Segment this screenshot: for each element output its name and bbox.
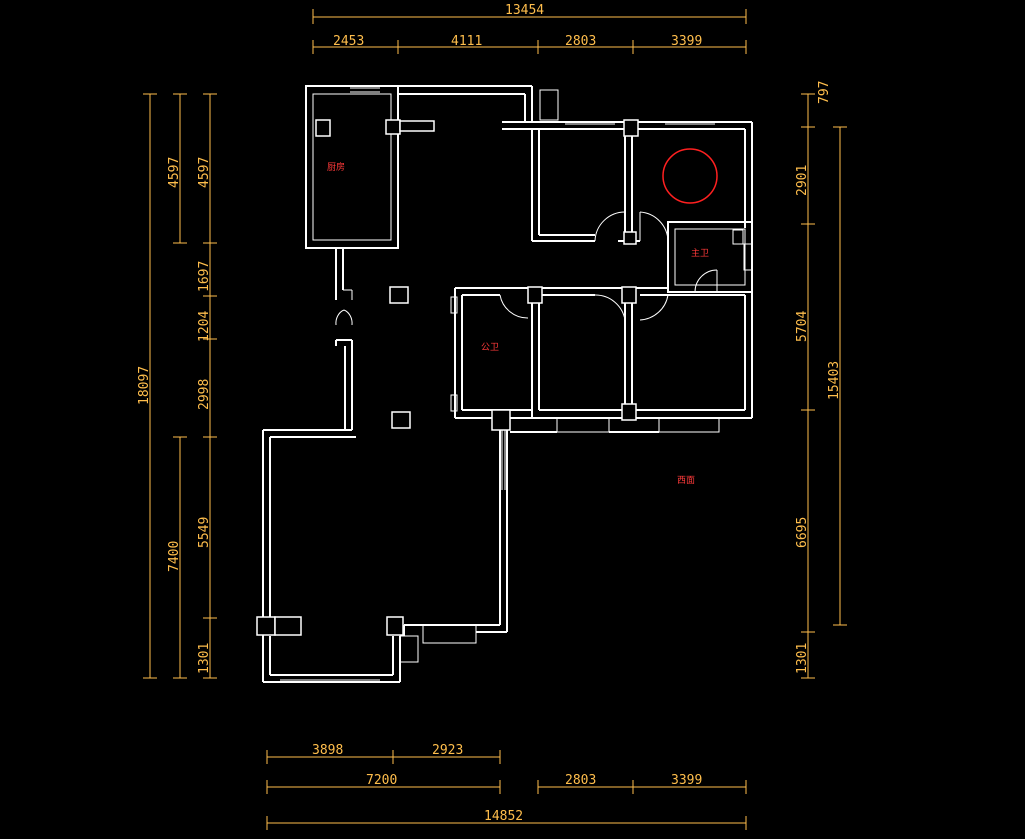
dim-bottom-seg-b2: 2803 — [565, 773, 596, 788]
columns — [256, 119, 639, 636]
dim-left-inner-5: 5549 — [197, 517, 212, 548]
dim-right-inner-1: 797 — [817, 81, 832, 104]
dim-top-seg-4: 3399 — [671, 34, 702, 49]
right-dimension-chain: 797 2901 5704 6695 1301 15403 — [795, 81, 847, 679]
dim-left-inner-4: 2998 — [197, 379, 212, 410]
dim-left-inner-3: 1204 — [197, 311, 212, 342]
dim-left-mid-2: 7400 — [167, 541, 182, 572]
dim-right-inner-2: 2901 — [795, 165, 810, 196]
left-dimension-chain: 18097 4597 7400 4597 1697 1204 2998 5549… — [137, 93, 217, 679]
dim-top-seg-1: 2453 — [333, 34, 364, 49]
dim-top-seg-3: 2803 — [565, 34, 596, 49]
dim-bottom-seg-b1: 7200 — [366, 773, 397, 788]
dim-right-inner-3: 5704 — [795, 311, 810, 342]
room-label-public-bath: 公卫 — [481, 342, 499, 353]
dim-bottom-seg-a2: 2923 — [432, 743, 463, 758]
dim-top-total: 13454 — [505, 3, 544, 18]
dim-right-total: 15403 — [827, 361, 842, 400]
dim-right-inner-4: 6695 — [795, 517, 810, 548]
walls — [262, 85, 753, 683]
top-dimension-chain: 13454 2453 4111 2803 3399 — [312, 3, 747, 54]
round-table-marker — [662, 148, 718, 204]
dim-bottom-total: 14852 — [484, 809, 523, 824]
dim-left-mid-1: 4597 — [167, 157, 182, 188]
room-label-west: 西面 — [677, 475, 695, 486]
dim-left-inner-6: 1301 — [197, 643, 212, 674]
dim-top-seg-2: 4111 — [451, 34, 482, 49]
dim-right-inner-5: 1301 — [795, 643, 810, 674]
dim-bottom-seg-b3: 3399 — [671, 773, 702, 788]
dim-bottom-seg-a1: 3898 — [312, 743, 343, 758]
bottom-dimension-chain: 3898 2923 7200 2803 3399 14852 — [266, 743, 747, 830]
room-label-master-bath: 主卫 — [691, 247, 709, 259]
room-label-kitchen: 厨房 — [327, 161, 345, 173]
dim-left-inner-1: 4597 — [197, 157, 212, 188]
dim-left-total: 18097 — [137, 366, 152, 405]
dim-left-inner-2: 1697 — [197, 261, 212, 292]
